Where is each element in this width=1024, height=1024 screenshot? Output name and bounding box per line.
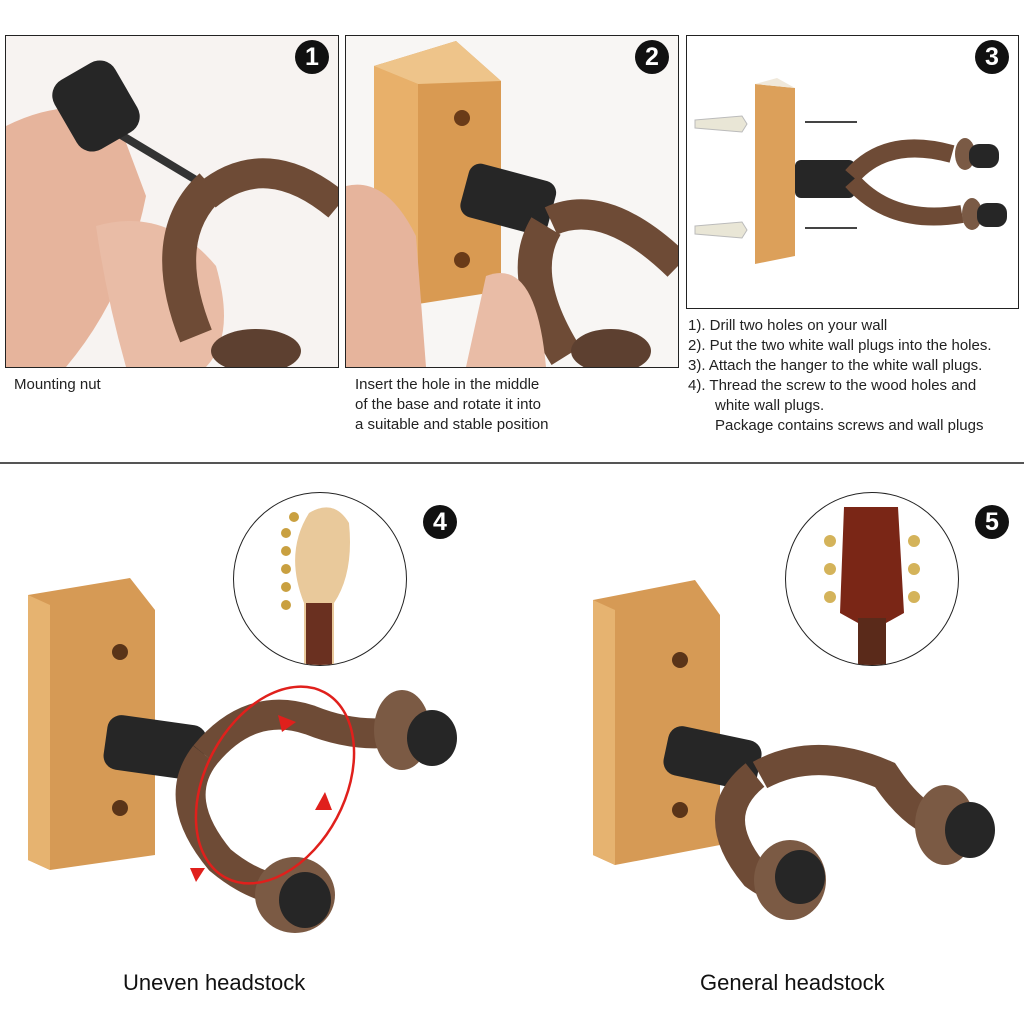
caption-line: Mounting nut <box>14 376 101 393</box>
uneven-headstock-caption: Uneven headstock <box>123 970 306 995</box>
step-1-caption: Mounting nut <box>14 375 101 395</box>
step-2-caption: Insert the hole in the middle of the bas… <box>355 375 548 435</box>
instruction-item: 4). Thread the screw to the wood holes a… <box>688 377 977 394</box>
step-1-panel <box>5 35 339 368</box>
section-divider <box>0 462 1024 464</box>
installation-steps-list: 1). Drill two holes on your wall 2). Put… <box>688 316 992 436</box>
instruction-item: 2). Put the two white wall plugs into th… <box>688 337 992 354</box>
caption-line: of the base and rotate it into <box>355 396 541 413</box>
step-3-panel <box>686 35 1019 309</box>
step-badge-5: 5 <box>975 505 1009 539</box>
acoustic-headstock-image <box>824 507 920 665</box>
wall-installation-illustration <box>687 36 1018 308</box>
step-badge-4: 4 <box>423 505 457 539</box>
instruction-item: 3). Attach the hanger to the white wall … <box>688 357 983 374</box>
mounting-nut-illustration <box>6 36 338 367</box>
uneven-headstock-inset <box>233 492 407 666</box>
instruction-item: white wall plugs. <box>715 397 825 414</box>
rotation-arrow-icon <box>194 685 356 885</box>
insert-base-illustration <box>346 36 678 367</box>
general-headstock-caption: General headstock <box>700 970 885 995</box>
general-headstock-hanger-illustration <box>593 580 995 920</box>
step-badge-2: 2 <box>635 40 669 74</box>
step-badge-3: 3 <box>975 40 1009 74</box>
uneven-headstock-hanger-illustration <box>28 578 457 933</box>
electric-headstock-image <box>281 507 350 665</box>
general-headstock-inset <box>785 492 959 666</box>
instruction-item: 1). Drill two holes on your wall <box>688 317 888 334</box>
caption-line: a suitable and stable position <box>355 416 549 433</box>
wall-plug-icon <box>694 115 748 239</box>
caption-line: Insert the hole in the middle <box>355 376 540 393</box>
instruction-note: Package contains screws and wall plugs <box>715 417 984 434</box>
step-badge-1: 1 <box>295 40 329 74</box>
step-2-panel <box>345 35 679 368</box>
